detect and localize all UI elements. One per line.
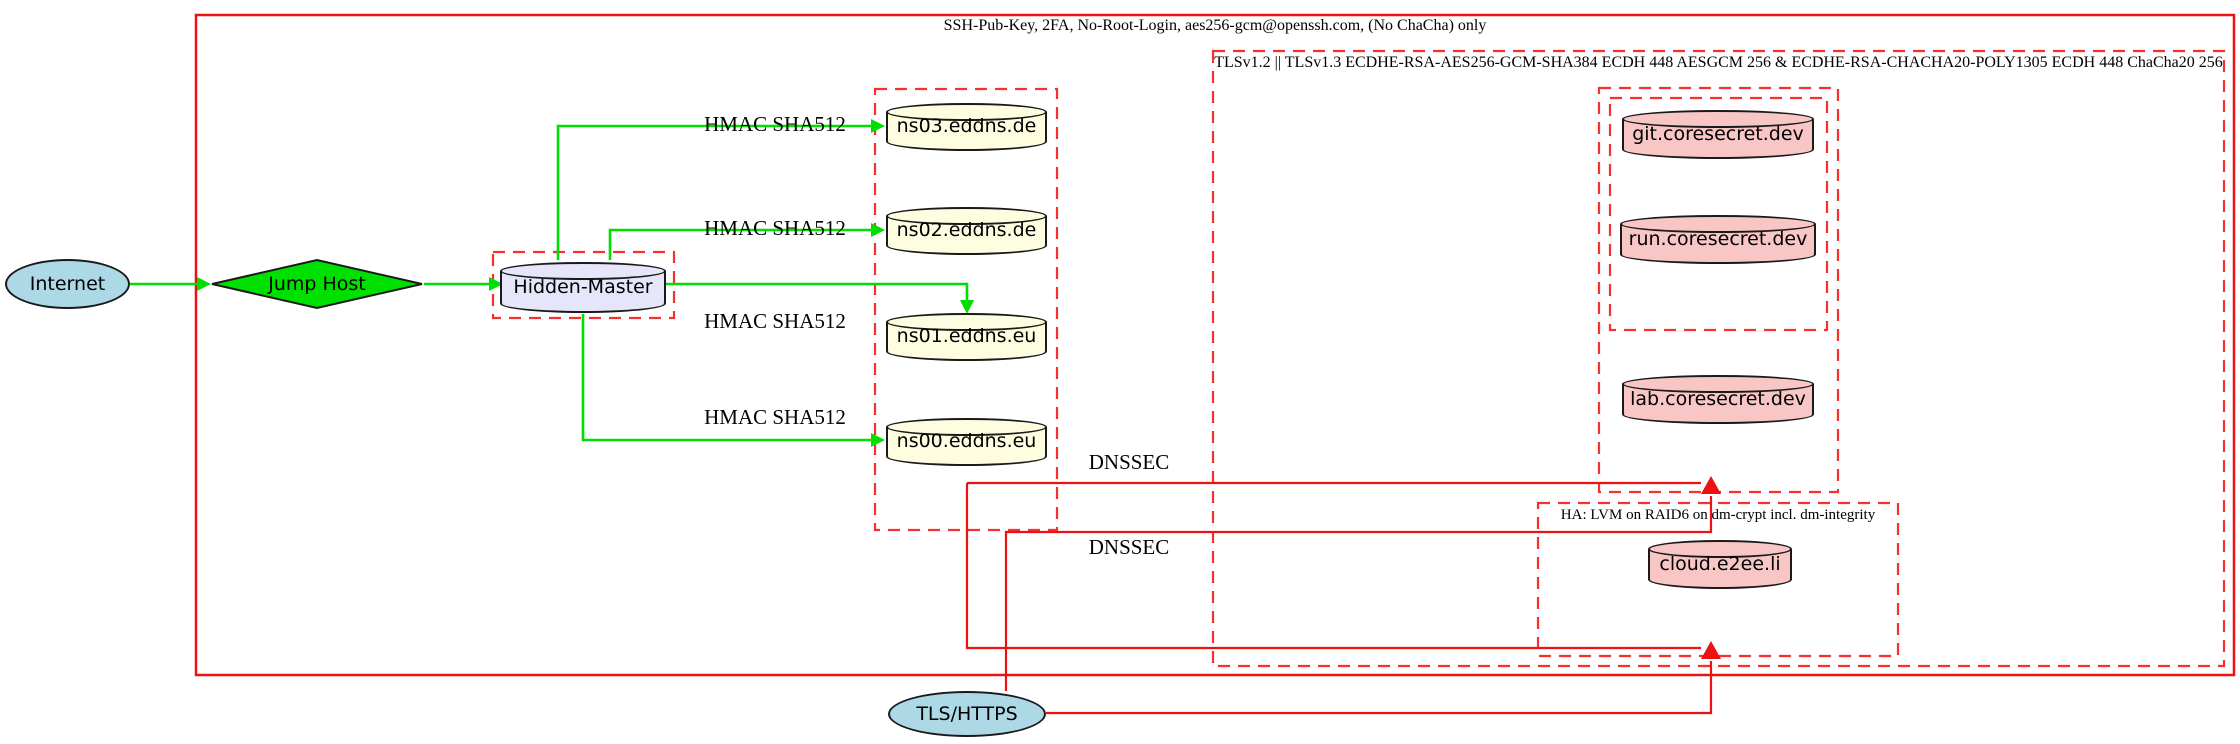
edge-hiddenmaster-ns03 xyxy=(556,124,871,260)
arrowhead xyxy=(871,119,885,133)
edge-hiddenmaster-ns01 xyxy=(666,282,969,300)
edge-label-hmac-ns01: HMAC SHA512 xyxy=(704,309,846,333)
green-arrowheads xyxy=(197,119,974,447)
node-jump-host-label: Jump Host xyxy=(268,272,366,295)
node-hidden-master-label: Hidden-Master xyxy=(513,275,653,298)
arrowhead xyxy=(489,277,503,291)
arrowhead xyxy=(197,277,211,291)
node-ns02: ns02.eddns.de xyxy=(886,207,1047,245)
edge-hiddenmaster-ns00 xyxy=(581,314,871,442)
edge-hiddenmaster-ns02 xyxy=(608,228,871,260)
node-internet: Internet xyxy=(5,259,130,309)
red-edges xyxy=(965,481,1713,715)
node-lab: lab.coresecret.dev xyxy=(1622,375,1814,414)
cluster-eddns-box xyxy=(873,87,1059,532)
node-ns01: ns01.eddns.eu xyxy=(886,313,1047,351)
node-ns01-label: ns01.eddns.eu xyxy=(896,325,1037,347)
edge-label-hmac-ns03: HMAC SHA512 xyxy=(704,112,846,136)
cluster-tls-box xyxy=(1211,49,2226,668)
cluster-ssh-box xyxy=(194,13,2236,677)
edge-tls-e2ee xyxy=(1046,661,1713,715)
node-internet-label: Internet xyxy=(29,272,106,295)
node-ns03: ns03.eddns.de xyxy=(886,103,1047,141)
cluster-ha-box xyxy=(1536,501,1900,658)
edge-label-hmac-ns02: HMAC SHA512 xyxy=(704,216,846,240)
node-git-label: git.coresecret.dev xyxy=(1632,122,1804,145)
arrowhead xyxy=(871,433,885,447)
node-cloud: cloud.e2ee.li xyxy=(1648,540,1792,579)
cluster-tls-label: TLSv1.2 || TLSv1.3 ECDHE-RSA-AES256-GCM-… xyxy=(1214,54,2223,71)
node-git: git.coresecret.dev xyxy=(1622,110,1814,149)
node-ns03-label: ns03.eddns.de xyxy=(896,115,1037,137)
edge-dnssec-e2ee xyxy=(965,483,1701,650)
edge-tls-coresecret xyxy=(1004,496,1713,691)
jump-host-diamond-shape xyxy=(211,258,423,310)
edge-label-dnssec-1: DNSSEC xyxy=(1088,450,1170,474)
edge-label-dnssec-2: DNSSEC xyxy=(1088,535,1170,559)
node-tls-https: TLS/HTTPS xyxy=(888,691,1046,737)
node-hidden-master: Hidden-Master xyxy=(500,262,666,303)
red-arrowheads xyxy=(1701,476,1721,659)
arrowhead xyxy=(871,223,885,237)
node-ns00-label: ns00.eddns.eu xyxy=(896,430,1037,452)
edge-label-hmac-ns00: HMAC SHA512 xyxy=(704,405,846,429)
node-ns00: ns00.eddns.eu xyxy=(886,418,1047,456)
arrowhead xyxy=(1701,641,1721,659)
cluster-gitrun-box xyxy=(1608,96,1829,332)
node-jump-host: Jump Host xyxy=(210,258,424,310)
cluster-ssh-label: SSH-Pub-Key, 2FA, No-Root-Login, aes256-… xyxy=(943,17,1487,34)
node-lab-label: lab.coresecret.dev xyxy=(1630,387,1806,410)
node-run-label: run.coresecret.dev xyxy=(1628,227,1808,250)
node-cloud-label: cloud.e2ee.li xyxy=(1659,552,1781,575)
node-tls-https-label: TLS/HTTPS xyxy=(916,702,1018,725)
node-run: run.coresecret.dev xyxy=(1620,215,1816,254)
cluster-ha-label: HA: LVM on RAID6 on dm-crypt incl. dm-in… xyxy=(1560,507,1876,523)
green-edges xyxy=(130,124,969,442)
arrowhead xyxy=(1701,476,1721,494)
node-ns02-label: ns02.eddns.de xyxy=(896,219,1037,241)
arrowhead xyxy=(960,300,974,314)
